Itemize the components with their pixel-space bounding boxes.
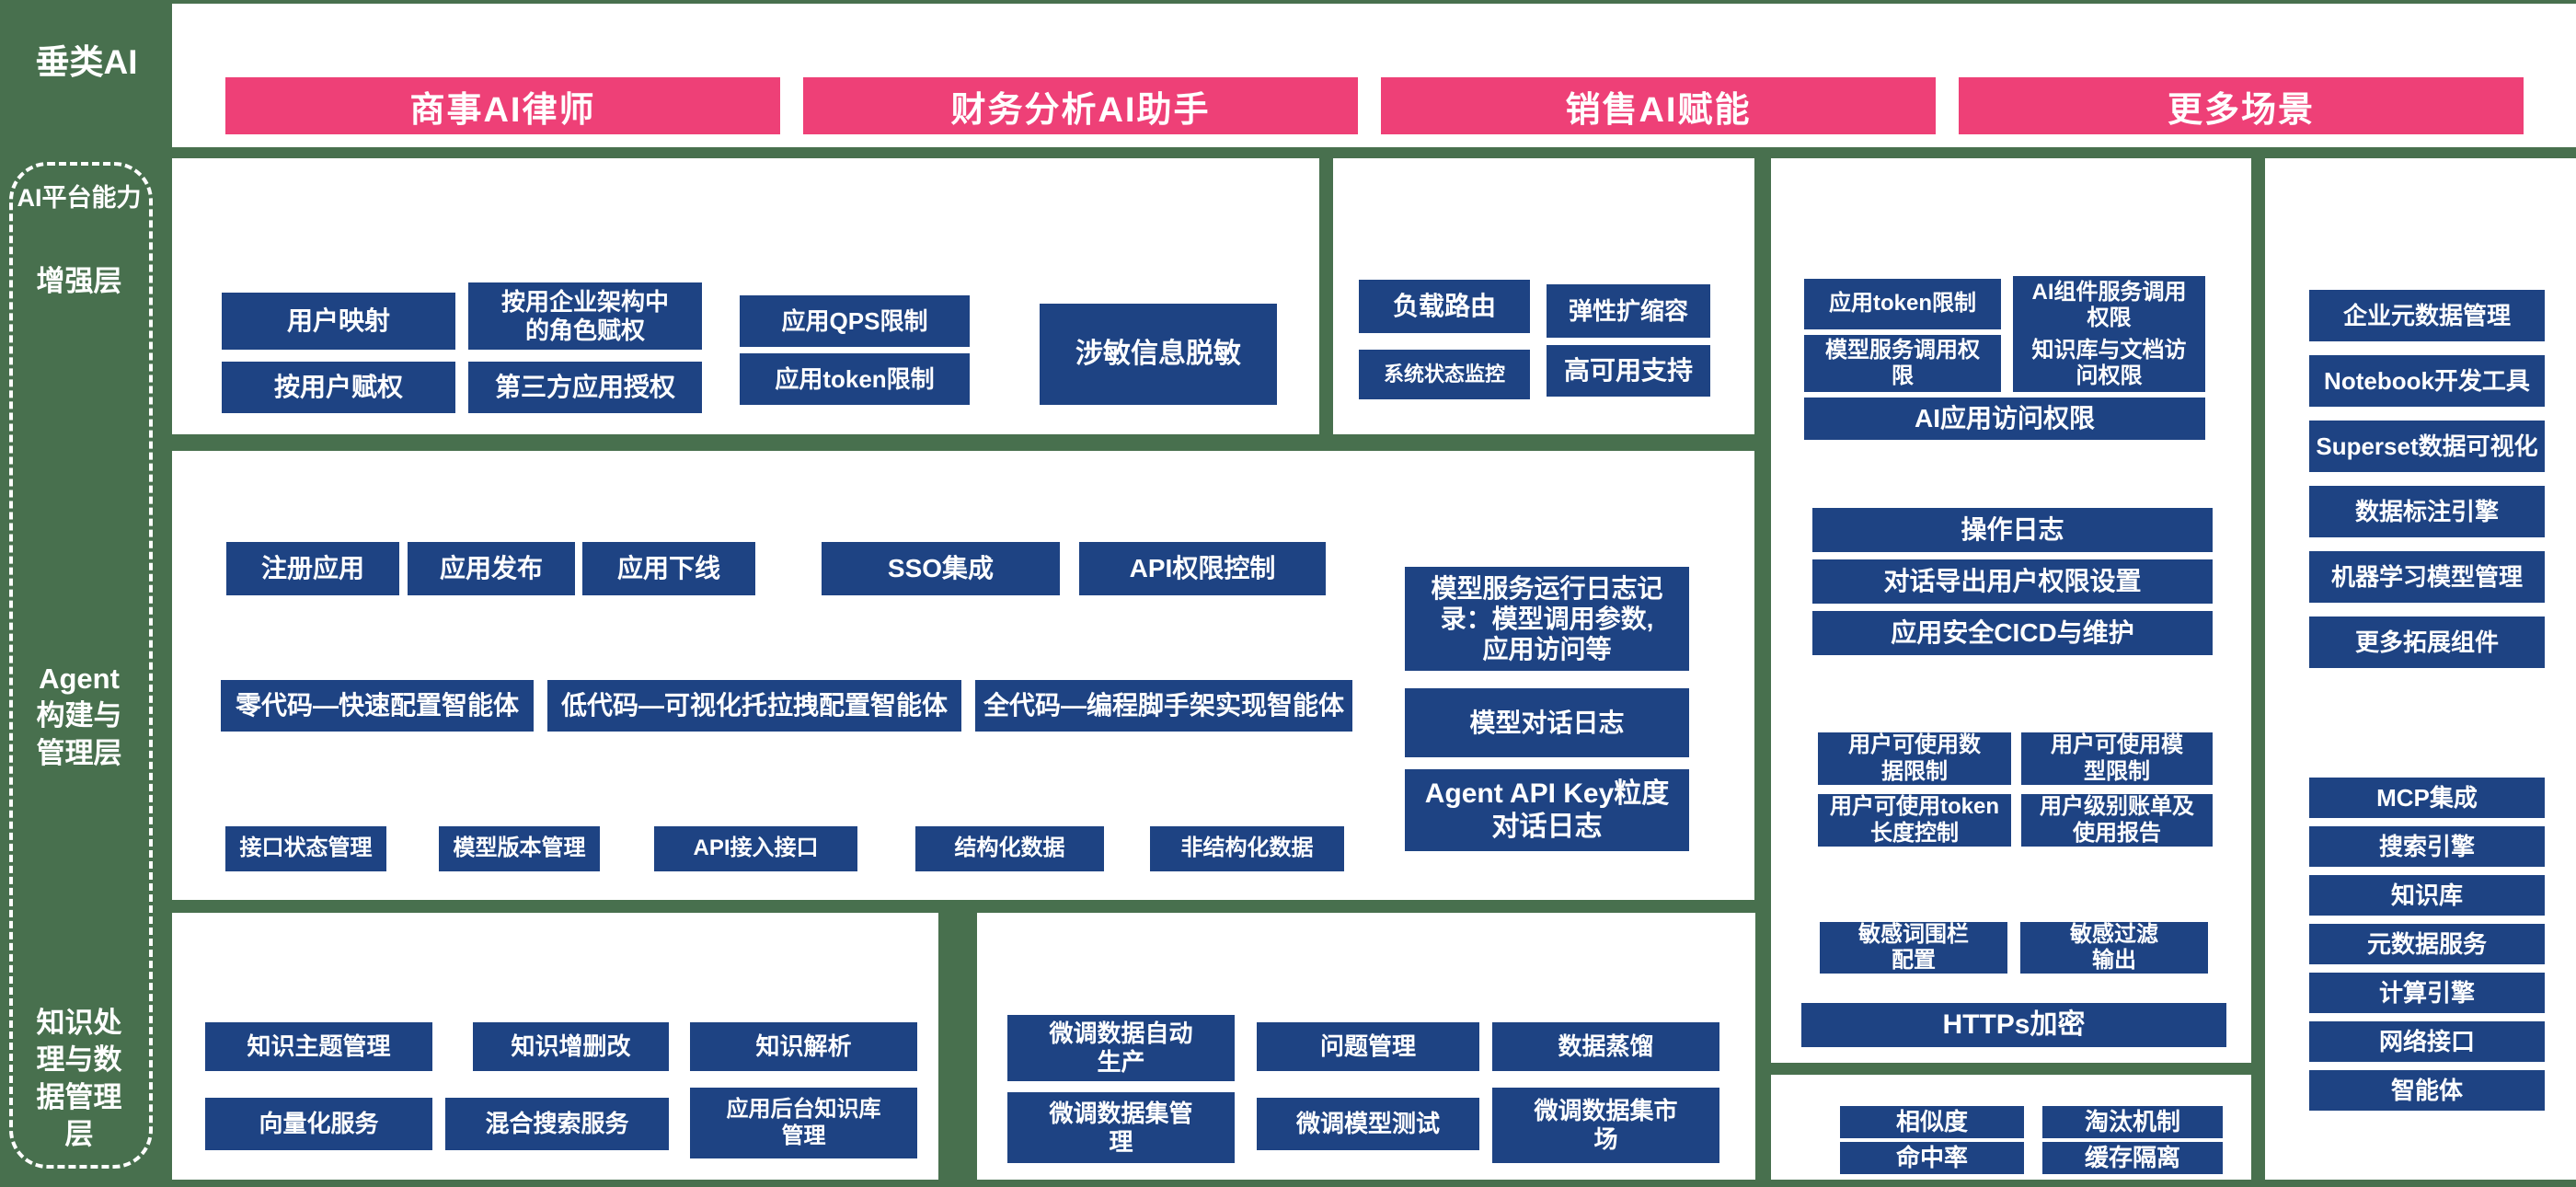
box-enterprise-metadata-mgmt: 企业元数据管理 — [2309, 290, 2545, 341]
box-model-service-log: 模型服务运行日志记 录：模型调用参数, 应用访问等 — [1405, 567, 1689, 671]
box-more-components: 更多拓展组件 — [2309, 617, 2545, 668]
box-hit-rate: 命中率 — [1840, 1142, 2024, 1174]
box-metadata-service: 元数据服务 — [2309, 924, 2545, 964]
low-code-rest: —可视化托拉拽配置智能体 — [638, 691, 949, 720]
box-https-encryption: HTTPs加密 — [1801, 1003, 2226, 1047]
box-app-qps-limit: 应用QPS限制 — [740, 295, 970, 347]
box-app-offline: 应用下线 — [582, 542, 755, 595]
layer-label-knowledge: 知识处 理与数 据管理 层 — [36, 1007, 122, 1150]
box-agent-service: 智能体 — [2309, 1070, 2545, 1111]
box-finetune-dataset-mgmt: 微调数据集管 理 — [1007, 1092, 1235, 1163]
box-compute-engine: 计算引擎 — [2309, 973, 2545, 1013]
box-sensitive-info-masking: 涉敏信息脱敏 — [1040, 304, 1277, 405]
box-superset-visualization: Superset数据可视化 — [2309, 421, 2545, 472]
banner-financial-analysis-assistant: 财务分析AI助手 — [803, 77, 1358, 134]
box-question-mgmt: 问题管理 — [1257, 1022, 1479, 1071]
box-knowledge-parsing: 知识解析 — [690, 1022, 917, 1071]
platform-capability-label: AI平台能力 — [17, 184, 142, 212]
zero-code-prefix: 零代码 — [235, 691, 313, 720]
box-model-version-mgmt: 模型版本管理 — [439, 826, 600, 871]
box-knowledge-crud: 知识增删改 — [473, 1022, 669, 1071]
box-load-routing: 负载路由 — [1359, 280, 1530, 333]
box-sso-integration: SSO集成 — [822, 542, 1060, 595]
box-search-engine: 搜索引擎 — [2309, 826, 2545, 867]
box-network-interface: 网络接口 — [2309, 1021, 2545, 1062]
box-user-data-limit: 用户可使用数 据限制 — [1818, 732, 2011, 785]
layer-label-agent: Agent 构建与 管理层 — [36, 663, 122, 769]
box-agent-api-key-log: Agent API Key粒度 对话日志 — [1405, 769, 1689, 851]
banner-more-scenarios: 更多场景 — [1959, 77, 2524, 134]
box-model-dialog-log: 模型对话日志 — [1405, 688, 1689, 757]
box-elastic-scaling: 弹性扩缩容 — [1547, 284, 1710, 338]
box-app-token-limit-2: 应用token限制 — [1804, 279, 2001, 329]
box-ml-model-mgmt: 机器学习模型管理 — [2309, 551, 2545, 603]
box-system-status-monitoring: 系统状态监控 — [1359, 350, 1530, 399]
box-finetune-model-testing: 微调模型测试 — [1257, 1098, 1479, 1150]
box-vectorization-service: 向量化服务 — [205, 1098, 432, 1150]
box-data-annotation-engine: 数据标注引擎 — [2309, 486, 2545, 537]
box-low-code-agent: 低代码—可视化托拉拽配置智能体 — [547, 680, 961, 732]
box-finetune-dataset-market: 微调数据集市 场 — [1492, 1088, 1719, 1163]
box-knowledge-base: 知识库 — [2309, 875, 2545, 916]
box-api-access-interface: API接入接口 — [654, 826, 857, 871]
box-user-authorization: 按用户赋权 — [222, 362, 455, 413]
full-code-rest: —编程脚手架实现智能体 — [1061, 691, 1345, 720]
box-zero-code-agent: 零代码—快速配置智能体 — [221, 680, 534, 732]
box-model-service-call-perm: 模型服务调用权 限 — [1804, 335, 2001, 392]
box-eviction-mechanism: 淘汰机制 — [2042, 1106, 2223, 1138]
box-app-backend-kb-mgmt: 应用后台知识库 管理 — [690, 1088, 917, 1158]
box-user-mapping: 用户映射 — [222, 293, 455, 350]
box-interface-status-mgmt: 接口状态管理 — [225, 826, 386, 871]
box-sensitive-word-fence: 敏感词围栏 配置 — [1820, 922, 2007, 974]
full-code-prefix: 全代码 — [983, 691, 1061, 720]
box-full-code-agent: 全代码—编程脚手架实现智能体 — [975, 680, 1352, 732]
banner-commercial-ai-lawyer: 商事AI律师 — [225, 77, 780, 134]
box-ai-component-service-perm: AI组件服务调用 权限 — [2013, 276, 2205, 335]
box-user-model-limit: 用户可使用模 型限制 — [2021, 732, 2213, 785]
layer-label-enhancement: 增强层 — [36, 265, 122, 297]
box-cache-isolation: 缓存隔离 — [2042, 1142, 2223, 1174]
box-user-token-length: 用户可使用token 长度控制 — [1818, 794, 2011, 847]
low-code-prefix: 低代码 — [560, 691, 638, 720]
box-api-permission-control: API权限控制 — [1079, 542, 1326, 595]
box-third-party-app-auth: 第三方应用授权 — [468, 362, 702, 413]
banner-sales-ai-empowerment: 销售AI赋能 — [1381, 77, 1936, 134]
box-notebook-dev-tool: Notebook开发工具 — [2309, 355, 2545, 407]
box-knowledge-topic-mgmt: 知识主题管理 — [205, 1022, 432, 1071]
box-app-security-cicd: 应用安全CICD与维护 — [1812, 611, 2213, 655]
platform-capability-frame — [9, 162, 153, 1169]
box-similarity: 相似度 — [1840, 1106, 2024, 1138]
box-finetune-data-auto-production: 微调数据自动 生产 — [1007, 1015, 1235, 1081]
box-unstructured-data: 非结构化数据 — [1150, 826, 1344, 871]
box-kb-doc-access-perm: 知识库与文档访 问权限 — [2013, 335, 2205, 392]
zero-code-rest: —快速配置智能体 — [313, 691, 520, 720]
box-org-role-authorization: 按用企业架构中 的角色赋权 — [468, 282, 702, 350]
box-ai-app-access-perm: AI应用访问权限 — [1804, 398, 2205, 440]
box-mcp-integration: MCP集成 — [2309, 778, 2545, 818]
box-operation-log: 操作日志 — [1812, 508, 2213, 552]
box-register-app: 注册应用 — [226, 542, 399, 595]
box-hybrid-search-service: 混合搜索服务 — [445, 1098, 669, 1150]
box-dialog-export-perm: 对话导出用户权限设置 — [1812, 559, 2213, 604]
box-high-availability: 高可用支持 — [1547, 345, 1710, 397]
box-user-billing-report: 用户级别账单及 使用报告 — [2021, 794, 2213, 847]
box-structured-data: 结构化数据 — [915, 826, 1104, 871]
box-sensitive-filter-output: 敏感过滤 输出 — [2020, 922, 2208, 974]
box-app-token-limit: 应用token限制 — [740, 353, 970, 405]
box-app-publish: 应用发布 — [408, 542, 575, 595]
box-data-distillation: 数据蒸馏 — [1492, 1022, 1719, 1071]
vertical-ai-label: 垂类AI — [35, 43, 138, 81]
